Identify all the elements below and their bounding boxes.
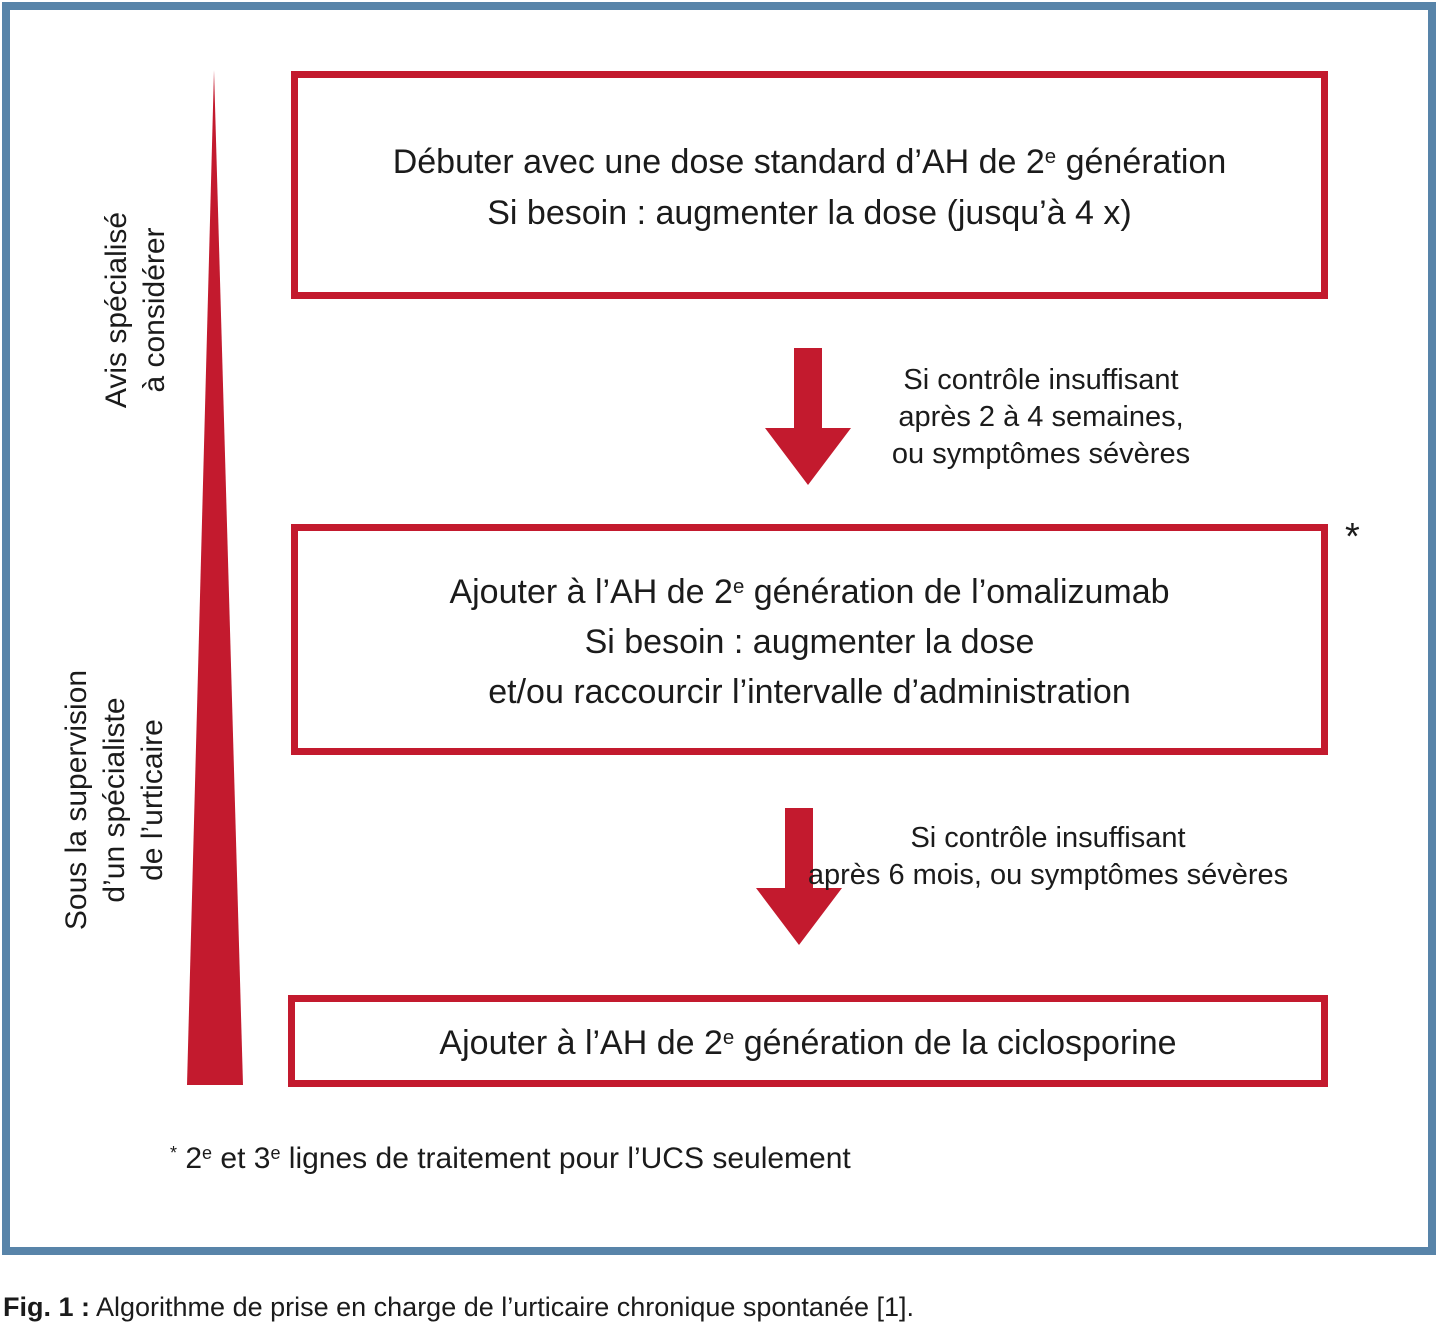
- text-segment: génération de l’omalizumab: [744, 573, 1170, 612]
- footnote: * 2e et 3e lignes de traitement pour l’U…: [170, 1142, 851, 1176]
- condition-line: après 6 mois, ou symptômes sévères: [807, 859, 1289, 891]
- superscript: e: [722, 1027, 735, 1050]
- treatment-box-line: Ajouter à l’AH de 2e génération de l’oma…: [449, 562, 1169, 617]
- superscript: *: [170, 1143, 178, 1163]
- condition-line: ou symptômes sévères: [891, 438, 1191, 470]
- figure-caption: Fig. 1 : Algorithme de prise en charge d…: [3, 1292, 914, 1323]
- caption-label: Fig. 1 :: [3, 1292, 90, 1322]
- treatment-box-line: Débuter avec une dose standard d’AH de 2…: [393, 132, 1227, 187]
- text-segment: génération de la ciclosporine: [734, 1024, 1177, 1063]
- arrow2-condition-label: Si contrôle insuffisant après 6 mois, ou…: [808, 820, 1288, 894]
- side-label-line: d’un spécialiste: [98, 697, 131, 903]
- side-label-line: Sous la supervision: [60, 669, 93, 931]
- treatment-box-line: et/ou raccourcir l’intervalle d’administ…: [488, 673, 1131, 712]
- down-arrow-icon: [756, 808, 842, 945]
- text-segment: Débuter avec une dose standard d’AH de 2: [392, 143, 1045, 182]
- treatment-box-line: Ajouter à l’AH de 2e génération de la ci…: [439, 1013, 1176, 1068]
- superscript: e: [732, 575, 745, 598]
- treatment-box-third-line: Ajouter à l’AH de 2e génération de la ci…: [288, 995, 1328, 1087]
- text-segment: lignes de traitement pour l’UCS seulemen…: [280, 1142, 851, 1175]
- condition-line: Si contrôle insuffisant: [903, 364, 1179, 396]
- treatment-box-line: Si besoin : augmenter la dose (jusqu’à 4…: [487, 193, 1132, 232]
- superscript: e: [270, 1143, 281, 1163]
- text-segment: génération: [1056, 143, 1227, 182]
- text-segment: 2: [177, 1142, 203, 1175]
- superscript: e: [1044, 146, 1057, 169]
- condition-line: après 2 à 4 semaines,: [898, 401, 1184, 433]
- side-label-specialist-supervision: Sous la supervision d’un spécialiste de …: [58, 575, 172, 1025]
- condition-line: Si contrôle insuffisant: [910, 822, 1186, 854]
- down-arrow-icon: [765, 348, 851, 485]
- side-label-line: de l’urticaire: [136, 719, 169, 881]
- escalation-wedge-icon: [187, 70, 243, 1085]
- treatment-box-line: Si besoin : augmenter la dose: [584, 623, 1035, 662]
- text-segment: et 3: [212, 1142, 271, 1175]
- side-label-specialist-advice: Avis spécialisé à considérer: [98, 110, 174, 510]
- text-segment: Ajouter à l’AH de 2: [439, 1024, 723, 1063]
- arrow1-condition-label: Si contrôle insuffisant après 2 à 4 sema…: [892, 362, 1190, 473]
- side-label-line: Avis spécialisé: [100, 211, 133, 409]
- caption-text: Algorithme de prise en charge de l’urtic…: [90, 1292, 915, 1322]
- superscript: e: [202, 1143, 213, 1163]
- treatment-box-first-line: Débuter avec une dose standard d’AH de 2…: [291, 71, 1328, 299]
- treatment-box-second-line: Ajouter à l’AH de 2e génération de l’oma…: [291, 524, 1328, 755]
- text-segment: Ajouter à l’AH de 2: [449, 573, 733, 612]
- side-label-line: à considérer: [138, 227, 171, 393]
- footnote-marker-asterisk: *: [1345, 516, 1360, 558]
